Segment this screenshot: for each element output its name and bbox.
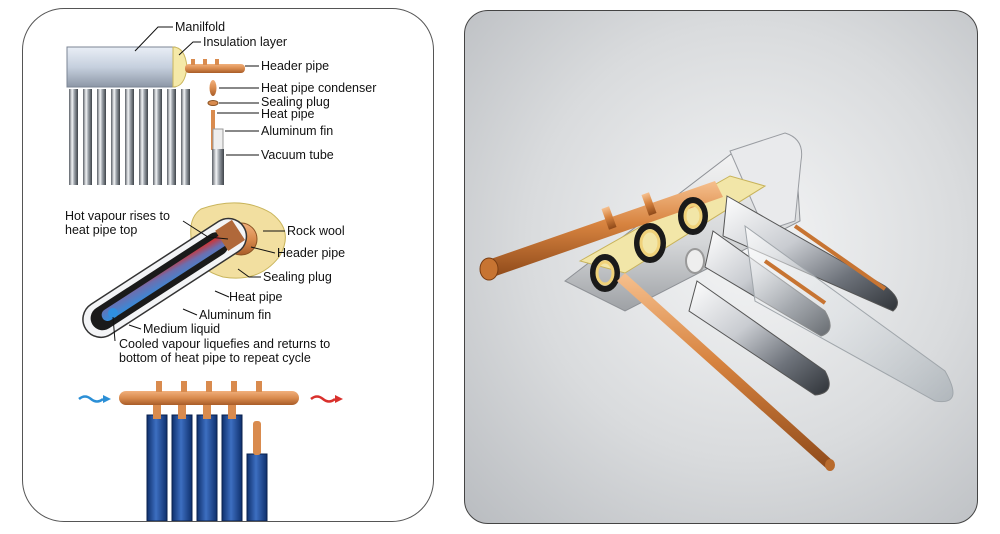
label-heat-pipe-middle: Heat pipe bbox=[229, 290, 283, 304]
vacuum-tubes-row bbox=[69, 89, 190, 185]
inlet-arrow bbox=[78, 395, 104, 403]
label-sealing-plug-top: Sealing plug bbox=[261, 95, 330, 109]
label-aluminum-fin-top: Aluminum fin bbox=[261, 124, 333, 138]
sealing-rings bbox=[590, 197, 708, 292]
outlet-arrow bbox=[310, 395, 336, 403]
flow-schematic bbox=[78, 381, 343, 521]
label-heat-pipe-top: Heat pipe bbox=[261, 107, 315, 121]
heat-pipe-section bbox=[101, 233, 230, 321]
medium-liquid bbox=[108, 308, 118, 318]
blue-vacuum-tubes bbox=[146, 405, 268, 521]
label-hot-vapour-line2: heat pipe top bbox=[65, 223, 137, 237]
sealing-plug-part bbox=[207, 100, 219, 106]
vacuum-tube-part bbox=[212, 149, 224, 185]
label-insulation-layer: Insulation layer bbox=[203, 35, 287, 49]
header-pipe-render bbox=[479, 181, 723, 281]
detached-heat-pipe bbox=[253, 421, 261, 455]
label-aluminum-fin-middle: Aluminum fin bbox=[199, 308, 271, 322]
header-pipe-part bbox=[185, 64, 245, 73]
sealing-plug-section bbox=[215, 219, 246, 251]
label-hot-vapour-line1: Hot vapour rises to bbox=[65, 209, 170, 223]
label-medium-liquid: Medium liquid bbox=[143, 322, 220, 336]
heat-pipe-cross-section: Hot vapour rises to heat pipe top Rock w… bbox=[65, 202, 345, 365]
render-svg bbox=[479, 132, 954, 471]
label-manifold: Manilfold bbox=[175, 20, 225, 34]
render-panel bbox=[464, 10, 978, 524]
heat-pipe-render bbox=[617, 273, 835, 471]
schematic-panel: Manilfold Insulation layer Header pipe H… bbox=[22, 8, 434, 522]
manifold-body bbox=[66, 46, 176, 88]
label-cooled-line1: Cooled vapour liquefies and returns to bbox=[119, 337, 330, 351]
condenser-part bbox=[209, 80, 217, 96]
label-vacuum-tube: Vacuum tube bbox=[261, 148, 334, 162]
vacuum-tubes-render bbox=[688, 195, 954, 403]
schematic-svg: Manilfold Insulation layer Header pipe H… bbox=[65, 20, 376, 521]
header-pipe-bottom bbox=[119, 391, 299, 405]
label-rock-wool: Rock wool bbox=[287, 224, 345, 238]
label-sealing-plug-middle: Sealing plug bbox=[263, 270, 332, 284]
label-cooled-line2: bottom of heat pipe to repeat cycle bbox=[119, 351, 311, 365]
label-heat-pipe-condenser: Heat pipe condenser bbox=[261, 81, 376, 95]
label-header-pipe-middle: Header pipe bbox=[277, 246, 345, 260]
label-header-pipe-top: Header pipe bbox=[261, 59, 329, 73]
manifold-assembly: Manilfold Insulation layer Header pipe H… bbox=[66, 20, 376, 185]
insulation-layer bbox=[172, 46, 188, 88]
